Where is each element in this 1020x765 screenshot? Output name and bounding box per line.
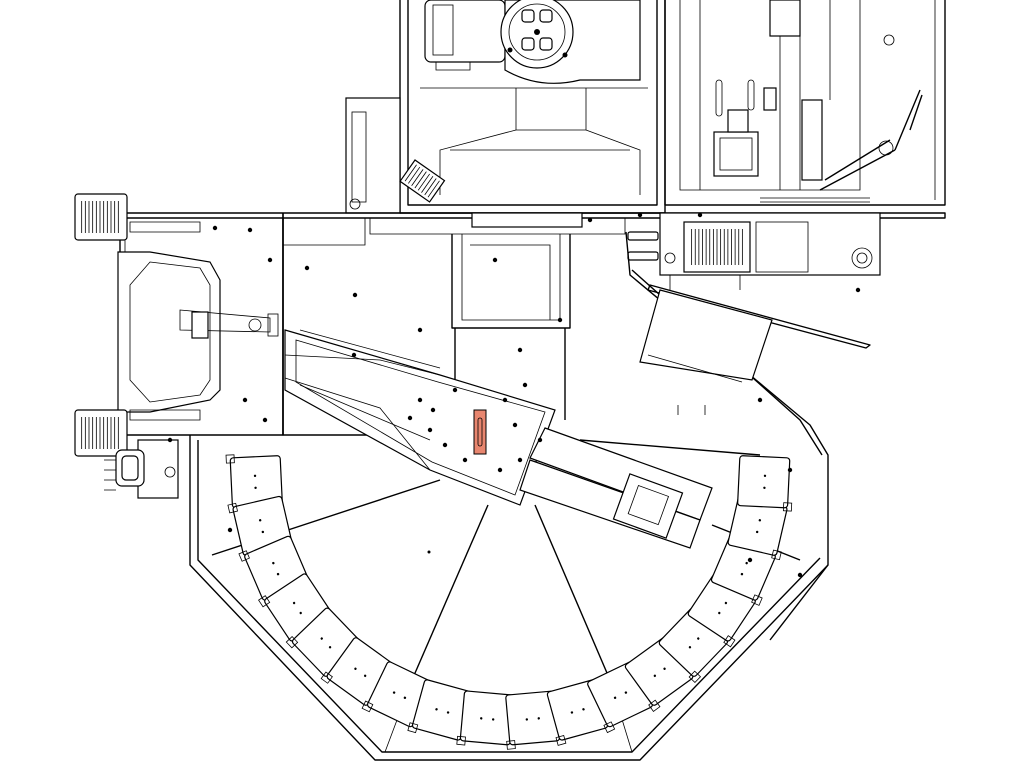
highlight-marker <box>473 409 487 455</box>
left-plate-assembly <box>117 213 284 436</box>
bolt <box>247 227 253 233</box>
bolt <box>352 292 358 298</box>
bolt <box>747 557 753 563</box>
bolt <box>787 467 793 473</box>
bolt <box>407 415 413 421</box>
bolt <box>304 265 310 271</box>
bolt <box>522 382 528 388</box>
bolt <box>430 407 436 413</box>
cross-beam <box>120 212 946 235</box>
bolt <box>227 527 233 533</box>
bolt <box>267 257 273 263</box>
motor-housing-icon <box>104 439 179 499</box>
bolt <box>497 467 503 473</box>
bolt <box>167 437 173 443</box>
bolt <box>462 457 468 463</box>
fastener-dots <box>167 212 861 578</box>
bolt <box>797 572 803 578</box>
bolt <box>417 397 423 403</box>
bolt <box>492 257 498 263</box>
bolt <box>517 457 523 463</box>
bolt <box>427 427 433 433</box>
right-side-panel <box>659 212 881 290</box>
storage-slot <box>727 495 788 561</box>
fan-grille-icon <box>74 193 128 457</box>
bolt <box>557 317 563 323</box>
fan-grille-icon <box>399 159 446 203</box>
motor-housing-icon <box>424 0 641 84</box>
bolt <box>417 327 423 333</box>
bolt <box>537 437 543 443</box>
right-struts <box>625 231 871 641</box>
bolt <box>587 217 593 223</box>
storage-slots <box>225 454 793 750</box>
bolt <box>212 225 218 231</box>
transfer-arm <box>284 329 713 549</box>
bolt <box>502 397 508 403</box>
connector-icon <box>627 231 659 261</box>
bolt <box>512 422 518 428</box>
bolt <box>351 352 357 358</box>
bolt <box>262 417 268 423</box>
storage-slot <box>407 679 474 741</box>
upper-right-electronics <box>664 0 946 206</box>
bolt <box>452 387 458 393</box>
storage-slot <box>737 455 793 512</box>
bolt <box>442 442 448 448</box>
bolt <box>242 397 248 403</box>
bolt <box>855 287 861 293</box>
bolt <box>757 397 763 403</box>
bolt <box>697 212 703 218</box>
bolt <box>637 212 643 218</box>
bolt <box>517 347 523 353</box>
